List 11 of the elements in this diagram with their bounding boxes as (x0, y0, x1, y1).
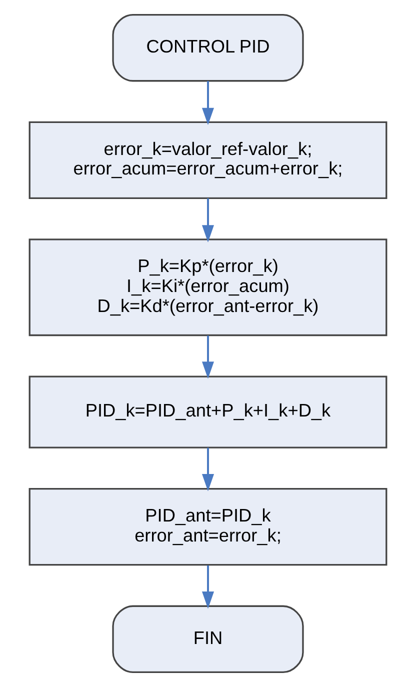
arrow (201, 565, 214, 609)
node-box: PID_ant=PID_k error_ant=error_k; (28, 488, 387, 566)
node-box: error_k=valor_ref-valor_k; error_acum=error_acum+error_k; (28, 121, 387, 199)
arrow (201, 81, 214, 126)
node-box: CONTROL PID (112, 14, 304, 82)
arrow (201, 336, 214, 379)
arrow (201, 198, 214, 242)
node-box: PID_k=PID_ant+P_k+I_k+D_k (28, 376, 387, 448)
node-box: P_k=Kp*(error_k) I_k=Ki*(error_acum) D_k=Kd*(error_ant-error_k) (28, 238, 387, 336)
arrow (201, 448, 214, 492)
node-box: FIN (112, 605, 304, 674)
